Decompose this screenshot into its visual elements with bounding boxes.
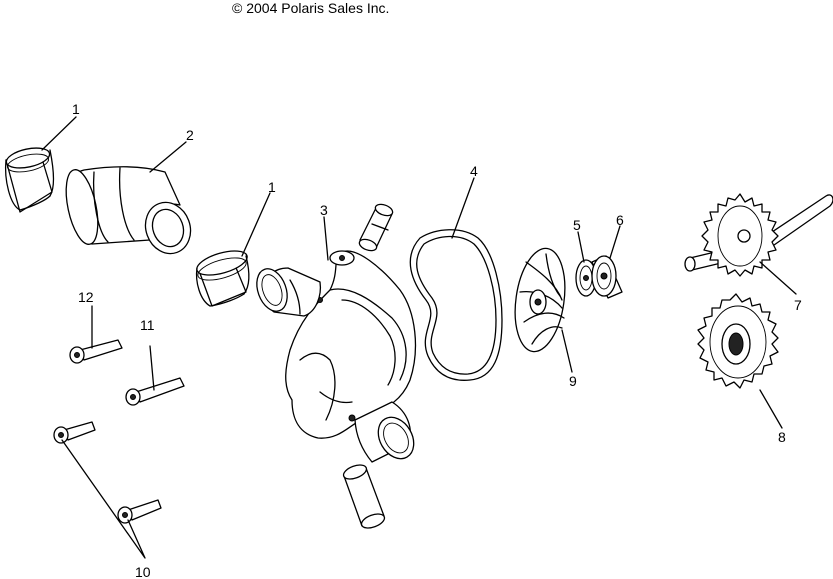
leader-lines [41,116,797,559]
coolant-hose[interactable] [60,166,197,260]
callout-9: 9 [569,373,577,389]
callout-11: 11 [140,317,155,333]
callout-12: 12 [78,289,94,305]
drive-gear[interactable] [697,293,779,389]
dowel-pin[interactable] [358,202,394,253]
bearing[interactable] [591,255,623,299]
bolt-12[interactable] [69,339,123,364]
clamp-ring-upper[interactable] [4,145,55,213]
callout-3: 3 [320,202,328,218]
bolt-10-upper[interactable] [53,421,96,444]
callout-8: 8 [778,429,786,445]
callout-6: 6 [616,212,624,228]
pump-cover-gasket[interactable] [409,229,503,381]
bolt-10-lower[interactable] [117,499,162,524]
callout-1-lower: 1 [268,179,276,195]
callout-2: 2 [186,127,194,143]
copyright-notice: © 2004 Polaris Sales Inc. [232,0,390,16]
bolt-11[interactable] [125,377,185,406]
impeller[interactable] [509,245,571,355]
water-pump-housing[interactable] [251,250,421,465]
bypass-tube[interactable] [342,462,387,530]
callout-4: 4 [470,163,478,179]
callout-5: 5 [573,217,581,233]
clamp-ring-lower[interactable] [194,246,250,307]
callout-10: 10 [135,564,151,579]
callout-7: 7 [794,297,802,313]
pump-shaft-gear[interactable] [684,193,833,277]
callout-1-upper: 1 [72,101,80,117]
